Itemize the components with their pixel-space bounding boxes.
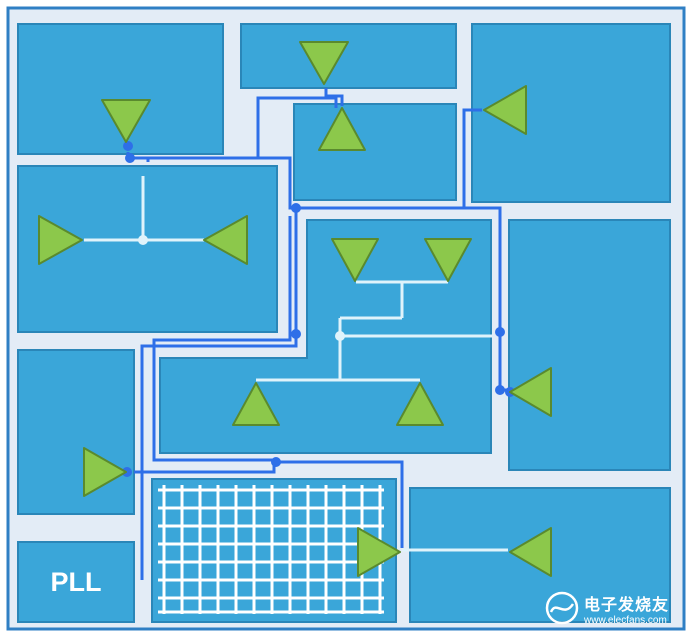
block-center-lower bbox=[159, 357, 492, 454]
buffer-right-icon bbox=[38, 215, 83, 265]
buffer-down-icon bbox=[331, 238, 379, 282]
memory-grid bbox=[158, 485, 384, 614]
buffer-down-icon bbox=[101, 99, 151, 143]
tree-node bbox=[138, 235, 148, 245]
block-top-left bbox=[17, 23, 224, 155]
clock-routes bbox=[126, 88, 512, 580]
block-pll bbox=[17, 541, 135, 623]
buffer-left-icon bbox=[483, 85, 527, 135]
local-clock-trees bbox=[84, 176, 508, 552]
watermark: 电子发烧友 www.elecfans.com bbox=[544, 586, 684, 630]
buffer-down-icon bbox=[299, 41, 349, 85]
elecfans-logo-icon bbox=[545, 591, 579, 625]
buffer-up-icon bbox=[396, 382, 444, 426]
watermark-title: 电子发烧友 bbox=[584, 594, 670, 614]
block-middle-small bbox=[293, 103, 457, 201]
buffer-right-icon bbox=[83, 447, 127, 497]
block-right-middle bbox=[508, 219, 671, 471]
buffer-down-icon bbox=[424, 238, 472, 282]
buffer-up-icon bbox=[318, 107, 366, 151]
buffer-right-icon bbox=[357, 527, 401, 577]
buffer-left-icon bbox=[509, 367, 552, 417]
watermark-url: www.elecfans.com bbox=[584, 614, 667, 626]
buffer-left-icon bbox=[203, 215, 248, 265]
buffer-up-icon bbox=[232, 382, 280, 426]
tree-node bbox=[335, 331, 345, 341]
block-left-lower bbox=[17, 349, 135, 515]
clock-buffers bbox=[38, 41, 552, 577]
buffer-left-icon bbox=[509, 527, 552, 577]
block-top-middle bbox=[240, 23, 457, 89]
block-center-join bbox=[308, 352, 490, 364]
